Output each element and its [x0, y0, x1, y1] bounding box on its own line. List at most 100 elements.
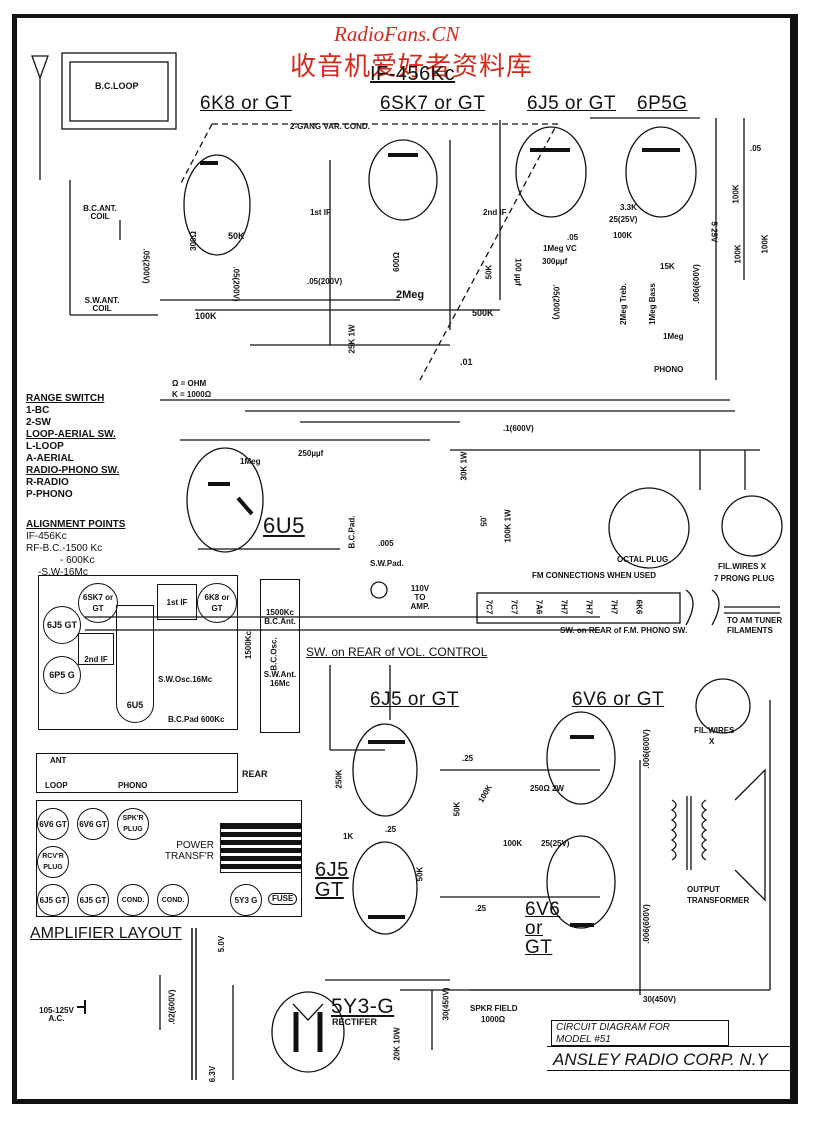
c-05-200-label-c: .05(200V): [307, 277, 343, 286]
c-006-600-label-a: .006(600V): [641, 729, 651, 769]
to-am-tuner-label: TO AM TUNER FILAMENTS: [727, 616, 783, 635]
tube-6sk7: [368, 139, 438, 221]
tube-label-6u5: 6U5: [263, 513, 305, 538]
seven-prong-label: 7 PRONG PLUG: [714, 574, 775, 583]
sw-rear-vol-label: SW. on REAR of VOL. CONTROL: [306, 645, 488, 659]
amp-socket-6j5-1: 6J5 GT: [37, 884, 69, 916]
wires: [69, 117, 771, 1080]
c-250-label: 250µµf: [298, 449, 324, 458]
watermark-subtitle: 收音机爱好者资料库: [290, 52, 534, 81]
sw-ant-coil-label: S.W.ANT. COIL: [84, 296, 120, 313]
sw-osc-label: S.W.Osc.16Mc: [158, 675, 213, 684]
c-25-label-b: .25: [385, 825, 397, 834]
legend-align-4: -S.W-16Mc: [38, 567, 88, 578]
legend-loop-aerial: LOOP-AERIAL SW.: [26, 429, 116, 440]
output-transformer: [670, 768, 766, 902]
rear-loop-label: LOOP: [45, 781, 68, 790]
bc-pad-label: B.C.Pad.: [347, 515, 357, 549]
power-transformer-label: POWER TRANSF'R: [164, 840, 214, 862]
tube-label-6p5g: 6P5G: [637, 93, 688, 114]
v50-label: 5.0V: [217, 935, 227, 953]
tube-5y3: [271, 991, 345, 1073]
r-100k-label-g: 100K: [503, 839, 523, 848]
amplifier-layout-title: AMPLIFIER LAYOUT: [30, 925, 182, 942]
110v-label: 110V TO AMP.: [410, 584, 430, 611]
if-frequency-title: IF-456Kc: [370, 63, 456, 85]
bc-pad-600-label: B.C.Pad 600Kc: [168, 715, 225, 724]
legend-loop-1: L-LOOP: [26, 441, 64, 452]
c-25-label-c: .25: [475, 904, 487, 913]
side-panel-bc-ant: 1500Kc B.C.Ant.: [264, 608, 296, 626]
socket-6sk7: 6SK7 or GT: [78, 583, 118, 623]
side-panel-vertical: 1500Kc.: [244, 628, 254, 660]
legend-range-1: 1-BC: [26, 405, 50, 416]
antenna-icon: [31, 55, 49, 180]
tube-6u5: [186, 447, 264, 553]
gang-cond-label: 2-GANG VAR. COND.: [290, 122, 370, 131]
r-2meg-label: 2Meg: [396, 289, 425, 301]
tube-6j5-amp: [352, 723, 418, 817]
r-33k-label: 3.3K: [620, 203, 637, 212]
tuner-side-panel: [260, 579, 300, 733]
r-100k-label-c: 100K: [731, 184, 741, 204]
legend-radio-phono: RADIO-PHONO SW.: [26, 465, 120, 476]
c-02-600-label: .02(600V): [167, 989, 177, 1025]
strip-tube-1: 7C7: [484, 599, 494, 615]
k-note: K = 1000Ω: [172, 390, 212, 399]
r-1meg-eye-label: 1Meg: [240, 457, 261, 466]
watermark-site: RadioFans.CN: [334, 22, 460, 46]
legend-radio-2: P-PHONO: [26, 489, 73, 500]
tuner-layout-panel: [38, 575, 238, 730]
phono-jack-label: PHONO: [654, 365, 684, 374]
ac-input-label: 105-125V A.C.: [39, 1006, 74, 1023]
r-250-2w-label: 250Ω 2W: [530, 784, 564, 793]
r-50k-label: 50K: [228, 231, 245, 241]
amp-socket-spkr-plug: SPK'R PLUG: [117, 808, 149, 840]
socket-6p5: 6P5 G: [43, 656, 81, 694]
c-05-top-label: .05: [750, 144, 762, 153]
c-25-25-label: 25(25V): [609, 215, 638, 224]
r-1meg-bass-label: 1Meg Bass: [647, 283, 657, 325]
r-30k-label: 30K 1W: [459, 451, 469, 481]
legend-align-3: - 600Kc: [60, 555, 95, 566]
r-1meg-label: 1Meg: [663, 332, 684, 341]
r-20k-label: 20K 10W: [392, 1027, 402, 1061]
r-25k-label: 25K 1W: [347, 324, 357, 354]
c-05-200-label-a: .05(200V): [231, 266, 241, 302]
company-name: ANSLEY RADIO CORP. N.Y: [547, 1046, 793, 1071]
tube-6j5-phase: [352, 841, 418, 935]
tube-6k8: [183, 154, 251, 256]
r-50k-label-d: 50K: [415, 866, 425, 882]
tube-label-6v6-bottom: 6V6 or GT: [525, 899, 561, 958]
r-100k-label-b: 100K: [613, 231, 633, 240]
fil-x-label: X: [709, 737, 715, 746]
legend-alignment: ALIGNMENT POINTS: [26, 519, 126, 530]
seven-prong-plug-amp: [695, 678, 751, 734]
fil-wires-label: FIL.WIRES: [694, 726, 735, 735]
r-50k-label-c: 50K: [452, 801, 462, 817]
bc-ant-coil-label: B.C.ANT. COIL: [83, 204, 117, 221]
legend-align-1: IF-456Kc: [26, 531, 67, 542]
tube-filament-strip: [476, 592, 681, 624]
sw-rear-fm-label: SW. on REAR of F.M. PHONO SW.: [560, 626, 688, 635]
strip-tube-3: 7A6: [534, 599, 544, 615]
strip-tube-7: 6K6: [634, 599, 644, 615]
tube-label-6j5-amp: 6J5 or GT: [370, 689, 459, 710]
r-100k-label-a: 100K: [195, 311, 217, 321]
amp-socket-5y3: 5Y3 G: [230, 884, 262, 916]
spkr-ohm-label: 1000Ω: [481, 1015, 506, 1024]
c-05-label: .05: [567, 233, 579, 242]
tube-label-6j5-det: 6J5 or GT: [527, 93, 616, 114]
title-line-2: MODEL #51: [556, 1034, 611, 1045]
r-100k-label-d: 100K: [733, 244, 743, 264]
rear-label: REAR: [242, 769, 268, 779]
strip-tube-6: 7H7: [609, 599, 619, 615]
r-50k-label-b: 50K: [484, 264, 494, 280]
c-05-label-b: .05: [478, 515, 488, 527]
r-300-label: 300Ω: [188, 231, 198, 251]
r-500k-label: 500K: [472, 308, 494, 318]
first-if-can: 1st IF: [157, 584, 197, 620]
amp-socket-6v6-2: 6V6 GT: [77, 808, 109, 840]
tube-label-6sk7: 6SK7 or GT: [380, 93, 486, 114]
spkr-field-label: SPKR FIELD: [470, 1004, 518, 1013]
